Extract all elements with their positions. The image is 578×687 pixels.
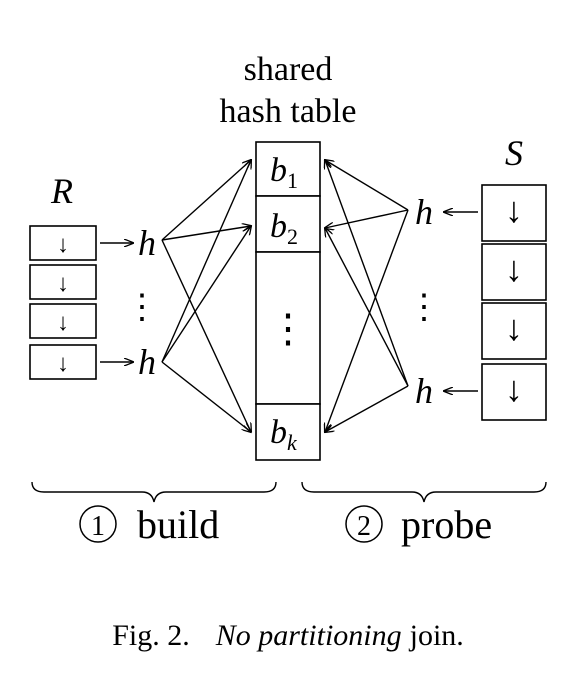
probe-hash-bottom: h [415,371,433,411]
bucket-vdots: ⋮ [268,306,308,351]
s-tuple-3 [481,302,547,360]
bucket-1-cell [255,141,321,197]
bucket-k-cell [255,403,321,461]
build-label: build [137,502,219,547]
probe-hash-top: h [415,192,433,232]
s-tuple-4 [481,363,547,421]
build-hash-top: h [138,223,156,263]
table-title-line2: hash table [220,93,357,130]
hash-table: b1 b2 ⋮ bk [255,141,321,461]
relation-s-label: S [505,133,523,173]
build-step-circle [79,505,117,543]
relation-r-label: R [50,171,73,211]
build-hash-bottom: h [138,342,156,382]
table-title-line1: shared [244,51,333,88]
build-phase-label: 1 build [79,502,219,547]
probe-step-number: 2 [357,511,371,542]
r-tuple-1-arrow: ↓ [57,232,69,258]
bucket-middle-cell [255,251,321,405]
build-arrows [161,160,251,432]
r-tuple-2-arrow: ↓ [57,271,69,297]
relation-s: S ↓ ↓ ↓ ↓ h ⋮ h [407,133,547,421]
s-tuple-1-arrow: ↓ [505,190,523,230]
r-tuple-3 [29,303,97,339]
r-tuple-4-arrow: ↓ [57,351,69,377]
r-tuple-4 [29,344,97,380]
probe-label: probe [401,502,492,547]
bucket-2-cell [255,195,321,253]
build-hash-vdots: ⋮ [125,289,159,326]
s-tuple-2-arrow: ↓ [505,249,523,289]
bucket-k-label: bk [270,414,298,455]
s-tuple-2 [481,243,547,301]
r-tuple-1 [29,225,97,261]
probe-step-circle [345,505,383,543]
probe-brace [301,481,547,503]
s-tuple-1 [481,184,547,242]
s-tuple-3-arrow: ↓ [505,308,523,348]
build-brace [31,481,277,503]
bucket-2-label: b2 [270,208,298,249]
probe-hash-vdots: ⋮ [407,289,441,326]
r-tuple-3-arrow: ↓ [57,310,69,336]
s-tuple-4-arrow: ↓ [505,369,523,409]
probe-phase-label: 2 probe [345,502,492,547]
probe-arrows [325,160,409,432]
relation-r: R ↓ ↓ ↓ ↓ h ⋮ h [29,171,159,382]
r-tuple-2 [29,264,97,300]
bucket-1-label: b1 [270,152,298,193]
build-step-number: 1 [91,511,105,542]
